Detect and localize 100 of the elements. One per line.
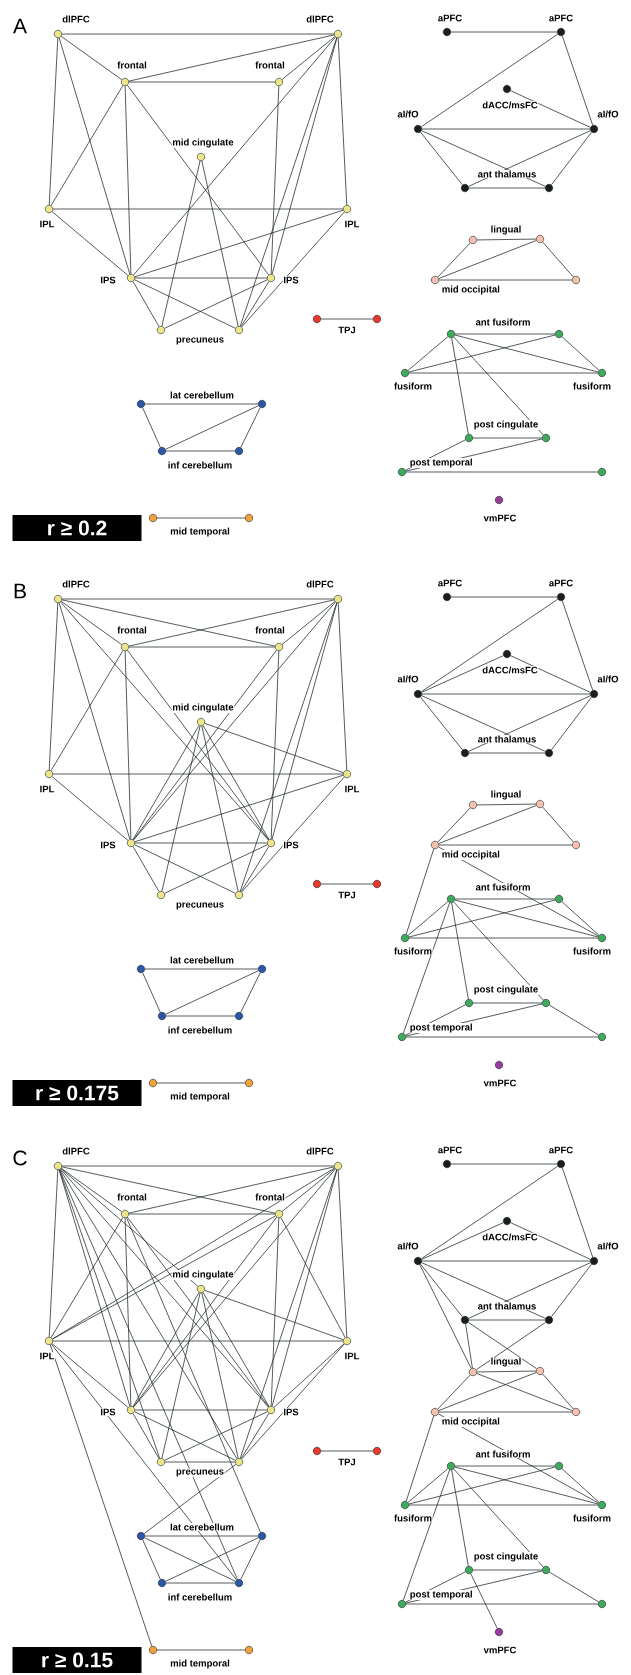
- connection-line: [476, 803, 537, 806]
- connection-line: [408, 1466, 556, 1505]
- region-node: [535, 1366, 545, 1376]
- region-node: [234, 1578, 244, 1588]
- connection-line: [407, 336, 449, 371]
- connection-line: [510, 90, 591, 128]
- connection-line: [438, 279, 573, 281]
- connection-line: [405, 1036, 599, 1038]
- panel-letter: C: [13, 1150, 27, 1166]
- connection-line: [454, 1466, 599, 1505]
- connection-line: [405, 471, 599, 473]
- connection-line: [240, 972, 261, 1013]
- region-label: post cingulate: [473, 419, 539, 431]
- region-node: [442, 27, 452, 37]
- connection-line: [510, 655, 591, 693]
- region-node: [589, 124, 599, 134]
- region-label: ant fusiform: [474, 1449, 532, 1459]
- connection-line: [240, 1413, 270, 1459]
- connection-line: [134, 842, 268, 844]
- connection-line: [202, 1292, 270, 1407]
- connection-line: [49, 1344, 153, 1647]
- connection-line: [280, 1217, 346, 1338]
- region-label: TPJ: [337, 891, 357, 899]
- connection-line: [134, 1409, 268, 1411]
- connection-line: [451, 337, 469, 435]
- region-node: [148, 1078, 158, 1088]
- region-label: vmPFC: [483, 1079, 517, 1087]
- connection-line: [59, 1169, 238, 1459]
- region-node: [244, 1645, 254, 1655]
- region-label: mid temporal: [169, 527, 231, 538]
- region-node: [502, 84, 512, 94]
- region-node: [266, 273, 276, 283]
- connection-line: [453, 1468, 544, 1568]
- region-label: mid cingulate: [171, 702, 235, 714]
- connection-line: [133, 36, 336, 276]
- connection-line: [128, 34, 335, 82]
- connection-line: [134, 277, 268, 279]
- connection-line: [144, 1537, 236, 1582]
- region-label: inf cerebellum: [167, 1592, 233, 1602]
- connection-line: [408, 1504, 599, 1506]
- region-label: post cingulate: [473, 1551, 539, 1563]
- connection-line: [408, 372, 599, 374]
- connection-line: [127, 84, 269, 276]
- region-node: [156, 325, 166, 335]
- region-label: fusiform: [572, 381, 612, 391]
- connection-line: [142, 1539, 161, 1580]
- region-node: [53, 29, 63, 39]
- connection-line: [320, 1450, 374, 1452]
- connection-line: [420, 1263, 463, 1318]
- region-node: [157, 446, 167, 456]
- region-node: [464, 998, 474, 1008]
- connection-line: [60, 36, 123, 81]
- region-label: aI/fO: [596, 674, 620, 684]
- region-node: [312, 879, 322, 889]
- connection-line: [58, 1169, 161, 1459]
- connection-line: [561, 901, 600, 936]
- region-label: dlPFC: [61, 14, 91, 24]
- region-node: [556, 1159, 566, 1169]
- region-node: [136, 1531, 146, 1541]
- region-node: [234, 1011, 244, 1021]
- connection-line: [337, 1169, 348, 1338]
- region-node: [156, 890, 166, 900]
- region-node: [196, 717, 206, 727]
- connection-line: [132, 725, 200, 840]
- connection-line: [551, 131, 592, 186]
- connection-line: [239, 1169, 338, 1459]
- connection-line: [161, 725, 201, 892]
- region-label: ant thalamus: [477, 169, 537, 179]
- region-label: IPL: [39, 220, 55, 228]
- connection-line: [52, 1167, 335, 1340]
- connection-line: [438, 844, 573, 846]
- connection-line: [421, 693, 591, 695]
- region-label: dlPFC: [305, 14, 335, 24]
- region-node: [413, 124, 423, 134]
- connection-line: [61, 33, 335, 35]
- connection-line: [142, 972, 161, 1013]
- region-label: lingual: [490, 1356, 522, 1368]
- region-node: [589, 689, 599, 699]
- connection-line: [165, 1537, 259, 1582]
- region-label: aI/fO: [396, 674, 420, 684]
- region-node: [234, 446, 244, 456]
- connection-line: [144, 1535, 259, 1537]
- connection-line: [561, 1468, 600, 1503]
- region-node: [53, 1161, 63, 1171]
- connection-line: [281, 601, 336, 645]
- region-node: [541, 433, 551, 443]
- connection-line: [472, 1002, 543, 1004]
- connection-line: [52, 208, 344, 210]
- region-node: [554, 329, 564, 339]
- region-node: [446, 329, 456, 339]
- connection-line: [132, 281, 160, 327]
- connection-line: [240, 846, 270, 892]
- connection-line: [164, 1461, 236, 1463]
- connection-line: [476, 238, 537, 241]
- region-node: [502, 1216, 512, 1226]
- region-node: [274, 1209, 284, 1219]
- region-label: frontal: [254, 60, 286, 70]
- connection-line: [144, 968, 259, 970]
- connection-line: [164, 1411, 268, 1461]
- region-label: IPL: [39, 785, 55, 793]
